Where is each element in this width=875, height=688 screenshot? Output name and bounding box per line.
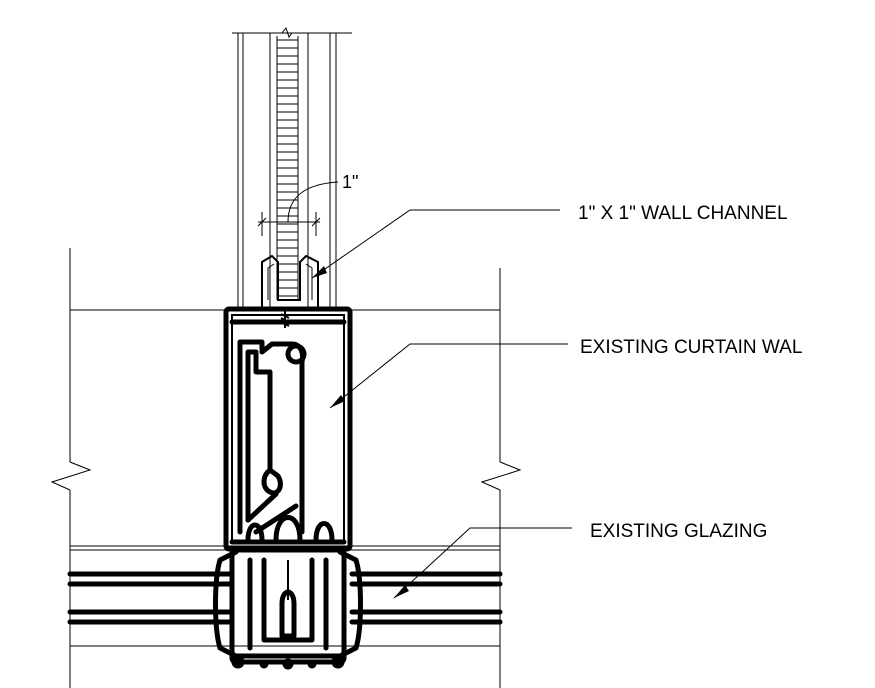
partition-wall (232, 26, 352, 310)
wall-channel (261, 254, 319, 308)
label-wall-channel: 1" X 1" WALL CHANNEL (578, 203, 788, 224)
dimension-text: 1" (342, 172, 358, 192)
stud-ladder (276, 36, 299, 300)
leader-wall-channel (311, 209, 560, 279)
curtain-wall-mullion (223, 306, 353, 552)
leader-glazing (393, 527, 572, 599)
pressure-plate-cap (213, 547, 363, 670)
leader-curtain-wall (329, 343, 568, 409)
label-curtain-wall: EXISTING CURTAIN WAL (580, 337, 802, 358)
glazing-lites (67, 571, 503, 625)
dimension-1in: 1" (257, 172, 358, 236)
label-glazing: EXISTING GLAZING (590, 521, 767, 542)
